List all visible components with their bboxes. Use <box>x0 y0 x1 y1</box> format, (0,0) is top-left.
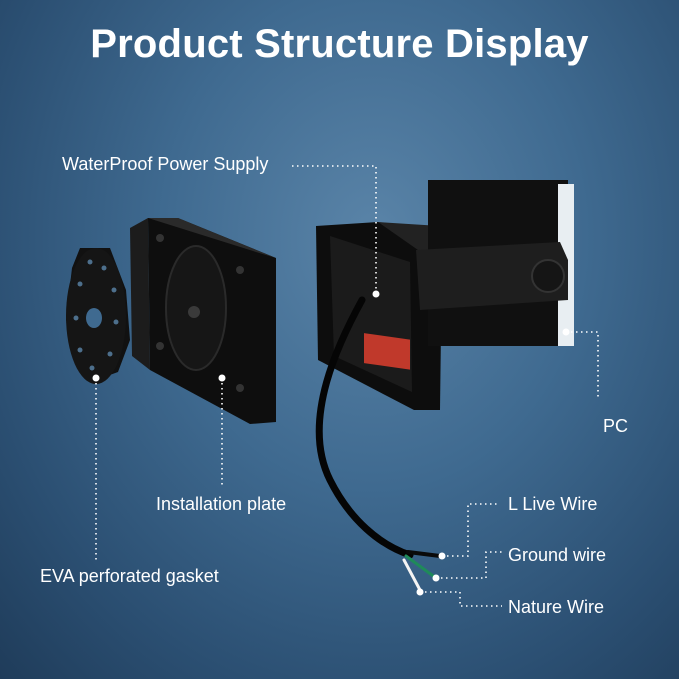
eva-gasket <box>66 248 130 384</box>
label-power-supply: WaterProof Power Supply <box>62 154 269 174</box>
label-installation-plate: Installation plate <box>156 494 287 514</box>
power-cable <box>315 296 442 592</box>
label-live-wire: L Live Wire <box>508 494 598 514</box>
power-supply-block <box>364 333 410 370</box>
installation-plate <box>130 218 276 424</box>
light-housing <box>316 222 442 410</box>
leader-lines <box>95 165 599 607</box>
label-ground-wire: Ground wire <box>508 545 607 565</box>
label-nature-wire: Nature Wire <box>508 597 605 617</box>
light-head <box>416 180 574 346</box>
page-title: Product Structure Display <box>90 22 589 66</box>
leader-dots <box>92 290 570 596</box>
label-pc: PC <box>603 416 629 436</box>
label-eva-gasket: EVA perforated gasket <box>40 566 219 586</box>
